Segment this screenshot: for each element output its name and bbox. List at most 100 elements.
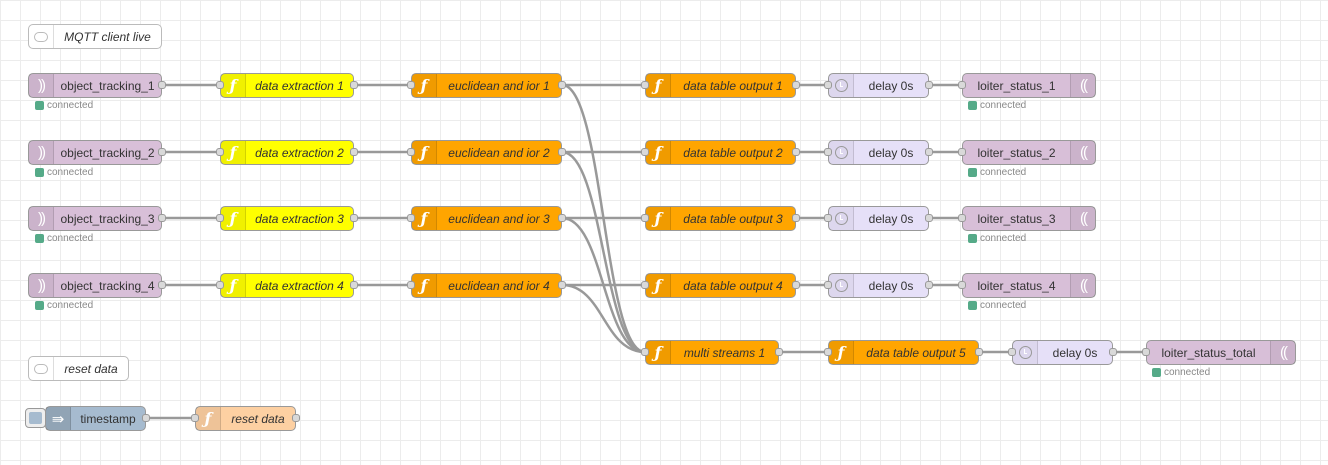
function-node-multi-streams[interactable]: ƒ multi streams 1 [641, 340, 783, 365]
mqtt-out-node[interactable]: loiter_status_4 (( [958, 273, 1096, 298]
function-node-data-extraction[interactable]: ƒ data extraction 1 [216, 73, 358, 98]
input-port[interactable] [216, 281, 224, 289]
function-node-euclidean[interactable]: ƒ euclidean and ior 3 [407, 206, 566, 231]
input-port[interactable] [641, 281, 649, 289]
input-port[interactable] [958, 148, 966, 156]
input-port[interactable] [1008, 348, 1016, 356]
input-port[interactable] [641, 214, 649, 222]
function-icon: ƒ [412, 141, 437, 164]
function-node-euclidean[interactable]: ƒ euclidean and ior 1 [407, 73, 566, 98]
status-dot [35, 168, 44, 177]
mqtt-out-node[interactable]: loiter_status_2 (( [958, 140, 1096, 165]
output-port[interactable] [292, 414, 300, 422]
output-port[interactable] [142, 414, 150, 422]
delay-node-total[interactable]: delay 0s [1008, 340, 1117, 365]
clock-icon [829, 207, 854, 230]
mqtt-in-node[interactable]: )) object_tracking_3 [28, 206, 166, 231]
input-port[interactable] [958, 81, 966, 89]
output-port[interactable] [558, 281, 566, 289]
output-port[interactable] [975, 348, 983, 356]
node-label: timestamp [80, 411, 136, 426]
output-port[interactable] [558, 214, 566, 222]
input-port[interactable] [641, 348, 649, 356]
mqtt-out-node[interactable]: loiter_status_3 (( [958, 206, 1096, 231]
input-port[interactable] [1142, 348, 1150, 356]
delay-node[interactable]: delay 0s [824, 73, 933, 98]
output-port[interactable] [792, 214, 800, 222]
input-port[interactable] [824, 148, 832, 156]
input-port[interactable] [641, 81, 649, 89]
function-node-euclidean[interactable]: ƒ euclidean and ior 4 [407, 273, 566, 298]
mqtt-in-node[interactable]: )) object_tracking_2 [28, 140, 166, 165]
function-icon: ƒ [221, 74, 246, 97]
inject-node-timestamp[interactable]: ⇛ timestamp [45, 406, 150, 431]
output-port[interactable] [925, 214, 933, 222]
comment-node-mqtt-client-live[interactable]: MQTT client live [28, 24, 162, 49]
input-port[interactable] [216, 214, 224, 222]
status-text: connected [980, 300, 1027, 311]
node-label: data table output 3 [683, 211, 783, 226]
input-port[interactable] [824, 214, 832, 222]
input-port[interactable] [407, 148, 415, 156]
mqtt-in-node[interactable]: )) object_tracking_4 [28, 273, 166, 298]
wire-euclidean-to-multi-streams[interactable] [561, 150, 646, 354]
output-port[interactable] [350, 281, 358, 289]
input-port[interactable] [824, 281, 832, 289]
arrow-right-icon: ⇛ [46, 407, 71, 430]
comment-node-reset-data[interactable]: reset data [28, 356, 129, 381]
comment-icon [29, 357, 54, 380]
output-port[interactable] [792, 81, 800, 89]
wire-euclidean-to-multi-streams[interactable] [561, 283, 646, 354]
input-port[interactable] [407, 81, 415, 89]
status-badge: connected [968, 167, 1026, 178]
output-port[interactable] [792, 148, 800, 156]
output-port[interactable] [925, 81, 933, 89]
output-port[interactable] [925, 148, 933, 156]
mqtt-in-node[interactable]: )) object_tracking_1 [28, 73, 166, 98]
function-node-data-table-output[interactable]: ƒ data table output 1 [641, 73, 800, 98]
output-port[interactable] [158, 81, 166, 89]
delay-node[interactable]: delay 0s [824, 273, 933, 298]
delay-node[interactable]: delay 0s [824, 206, 933, 231]
delay-node[interactable]: delay 0s [824, 140, 933, 165]
output-port[interactable] [158, 214, 166, 222]
function-node-euclidean[interactable]: ƒ euclidean and ior 2 [407, 140, 566, 165]
input-port[interactable] [216, 148, 224, 156]
output-port[interactable] [350, 214, 358, 222]
output-port[interactable] [775, 348, 783, 356]
input-port[interactable] [191, 414, 199, 422]
input-port[interactable] [824, 348, 832, 356]
input-port[interactable] [824, 81, 832, 89]
input-port[interactable] [407, 214, 415, 222]
output-port[interactable] [792, 281, 800, 289]
node-label: data extraction 3 [255, 211, 344, 226]
output-port[interactable] [558, 148, 566, 156]
output-port[interactable] [158, 148, 166, 156]
node-label: data extraction 2 [255, 145, 344, 160]
input-port[interactable] [407, 281, 415, 289]
mqtt-out-node[interactable]: loiter_status_1 (( [958, 73, 1096, 98]
function-node-data-table-output-5[interactable]: ƒ data table output 5 [824, 340, 983, 365]
function-node-data-table-output[interactable]: ƒ data table output 3 [641, 206, 800, 231]
input-port[interactable] [641, 148, 649, 156]
inject-trigger-button[interactable] [25, 408, 46, 428]
function-node-data-extraction[interactable]: ƒ data extraction 4 [216, 273, 358, 298]
function-icon: ƒ [646, 341, 671, 364]
output-port[interactable] [158, 281, 166, 289]
input-port[interactable] [216, 81, 224, 89]
output-port[interactable] [350, 148, 358, 156]
input-port[interactable] [958, 214, 966, 222]
function-node-reset-data[interactable]: ƒ reset data [191, 406, 300, 431]
output-port[interactable] [1109, 348, 1117, 356]
function-icon: ƒ [412, 207, 437, 230]
clock-icon [829, 74, 854, 97]
output-port[interactable] [558, 81, 566, 89]
mqtt-out-node-total[interactable]: loiter_status_total (( [1142, 340, 1296, 365]
function-node-data-table-output[interactable]: ƒ data table output 2 [641, 140, 800, 165]
function-node-data-extraction[interactable]: ƒ data extraction 2 [216, 140, 358, 165]
function-node-data-table-output[interactable]: ƒ data table output 4 [641, 273, 800, 298]
output-port[interactable] [925, 281, 933, 289]
output-port[interactable] [350, 81, 358, 89]
function-node-data-extraction[interactable]: ƒ data extraction 3 [216, 206, 358, 231]
input-port[interactable] [958, 281, 966, 289]
